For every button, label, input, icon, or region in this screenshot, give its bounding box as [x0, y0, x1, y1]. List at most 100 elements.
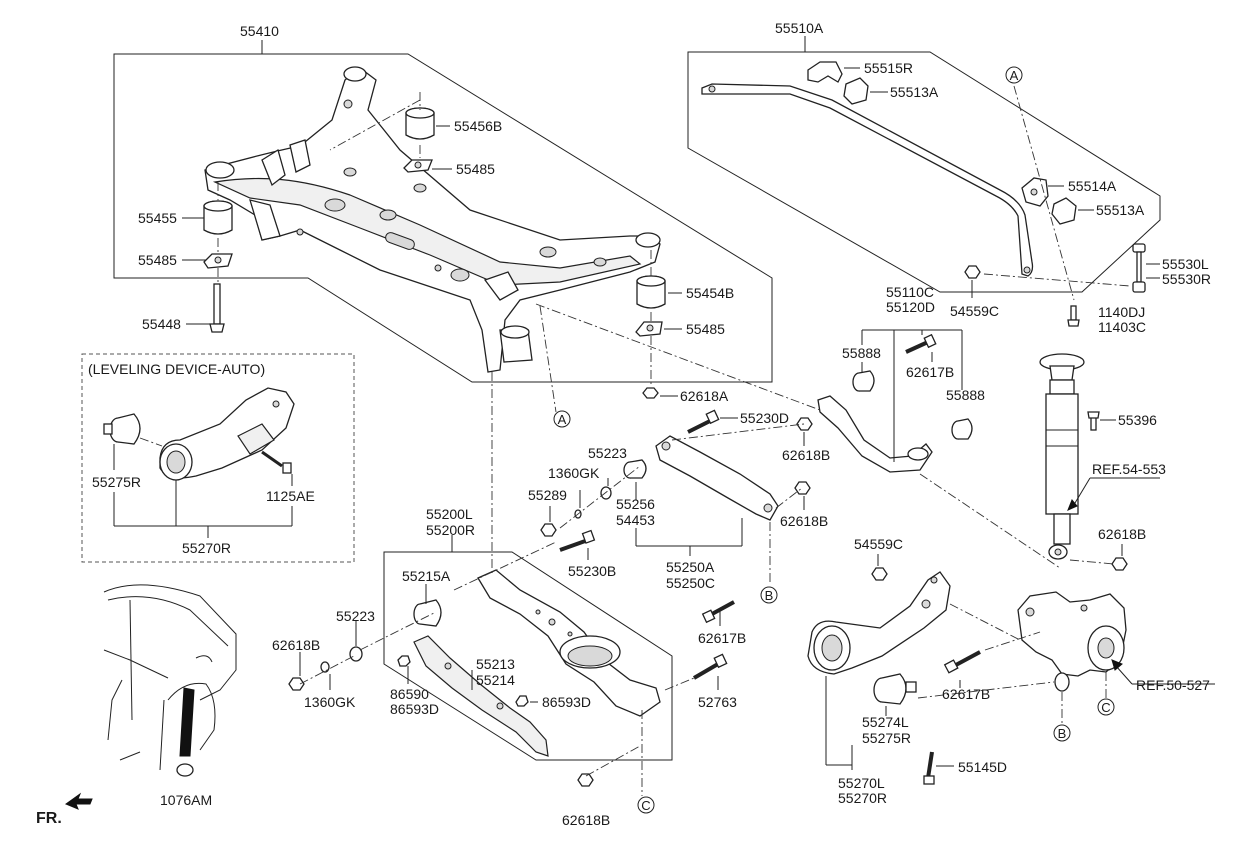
shock-absorber [1039, 353, 1085, 560]
svg-text:C: C [1101, 700, 1110, 715]
label-86590: 86590 [390, 686, 429, 702]
trailing-arm [807, 571, 951, 675]
screw-86593D-b [515, 695, 529, 707]
label-55250C: 55250C [666, 575, 715, 591]
bolt-1140DJ [1067, 305, 1080, 327]
nut-62618A [642, 387, 659, 399]
stabilizer-leaders [844, 67, 1160, 301]
label-55214: 55214 [476, 672, 515, 688]
label-55145D: 55145D [958, 759, 1007, 775]
callout-c-knuckle: C [1097, 698, 1115, 716]
label-55289: 55289 [528, 487, 567, 503]
bolt-62617B-c [943, 650, 981, 674]
bushing-55888-a [852, 370, 875, 392]
washer-55223-b [349, 646, 363, 662]
label-62617B: 62617B [942, 686, 990, 702]
bolt-55230D [687, 409, 720, 434]
label-55514A: 55514A [1068, 178, 1117, 194]
label-55888: 55888 [842, 345, 881, 361]
washer-55485-a [403, 159, 433, 173]
label-55485: 55485 [686, 321, 725, 337]
label-1076AM: 1076AM [160, 792, 212, 808]
label-55510A: 55510A [775, 20, 824, 36]
bolt-1125AE [261, 450, 292, 474]
nut-62618B-c [1111, 557, 1128, 571]
label-55888: 55888 [946, 387, 985, 403]
bushing-55455 [203, 200, 233, 235]
label-62618B: 62618B [562, 812, 610, 828]
label-54559C: 54559C [854, 536, 903, 552]
bolt-55448 [209, 283, 225, 333]
label-1125AE: 1125AE [266, 488, 315, 504]
washer-1360GK-b [320, 661, 330, 673]
link-55530 [1132, 243, 1146, 293]
label-86593D: 86593D [542, 694, 591, 710]
label-54453: 54453 [616, 512, 655, 528]
bushing-55456B [405, 107, 435, 140]
label-fr: FR. [36, 810, 62, 827]
label-55270L: 55270L [838, 775, 885, 791]
bushing-55275R-a [103, 413, 141, 445]
leveling-title: (LEVELING DEVICE-AUTO) [88, 361, 265, 377]
bushing-55215A [413, 599, 442, 627]
label-55454B: 55454B [686, 285, 734, 301]
bolt-55396 [1087, 411, 1100, 431]
label-55485: 55485 [138, 252, 177, 268]
label-55456B: 55456B [454, 118, 502, 134]
assist-arm [655, 435, 779, 521]
bushing-55513A-b [1051, 197, 1077, 225]
label-55270R: 55270R [838, 790, 887, 806]
label-55275R: 55275R [92, 474, 141, 490]
svg-text:C: C [641, 798, 650, 813]
nut-62618B-e [577, 773, 594, 787]
assist-arm-leaders [535, 303, 821, 585]
bushing-55256 [623, 459, 647, 479]
label-62618B: 62618B [780, 513, 828, 529]
svg-text:A: A [1010, 68, 1019, 83]
label-1360GK: 1360GK [304, 694, 356, 710]
nut-62618B-d [288, 677, 305, 691]
upper-arm-leaders [861, 329, 1061, 569]
stabilizer-frame [687, 36, 1161, 293]
label-55455: 55455 [138, 210, 177, 226]
label-55275R: 55275R [862, 730, 911, 746]
label-55448: 55448 [142, 316, 181, 332]
label-55200L: 55200L [426, 506, 473, 522]
labels: 55410 55456B 55485 55455 55485 55448 554… [36, 20, 1211, 828]
callout-a-stabilizer: A [1005, 66, 1023, 84]
label-55396: 55396 [1118, 412, 1157, 428]
rear-knuckle [1017, 591, 1127, 692]
svg-text:B: B [765, 588, 774, 603]
label-55250A: 55250A [666, 559, 715, 575]
label-55274L: 55274L [862, 714, 909, 730]
label-55223: 55223 [588, 445, 627, 461]
bolt-55230B [559, 529, 596, 552]
label-55270R: 55270R [182, 540, 231, 556]
fr-arrow [64, 792, 93, 810]
label-55230B: 55230B [568, 563, 616, 579]
label-55213: 55213 [476, 656, 515, 672]
stabilizer-bar [701, 83, 1034, 277]
label-86593D: 86593D [390, 701, 439, 717]
bushing-55454B [636, 275, 666, 309]
label-1140DJ: 1140DJ [1098, 304, 1145, 320]
bushing-55888-b [951, 418, 973, 440]
nut-54559C-a [964, 265, 981, 279]
label-62617B: 62617B [698, 630, 746, 646]
label-52763: 52763 [698, 694, 737, 710]
label-55513A: 55513A [890, 84, 939, 100]
nut-62618B-a [796, 417, 813, 431]
svg-text:(LEVELING DEVICE-AUTO): (LEVELING DEVICE-AUTO) [88, 361, 265, 377]
label-55410: 55410 [240, 23, 279, 39]
label-55110C: 55110C [886, 284, 934, 300]
subframe-crossmember [204, 66, 661, 373]
bolt-62617B-a [905, 333, 937, 354]
svg-text:A: A [558, 412, 567, 427]
bushing-55274L [873, 673, 917, 705]
label-55530R: 55530R [1162, 271, 1211, 287]
callout-b-assist: B [760, 586, 778, 604]
car-outline [103, 584, 237, 777]
trailing-arm-leaders [825, 554, 1215, 770]
shock-leaders [1067, 419, 1160, 565]
